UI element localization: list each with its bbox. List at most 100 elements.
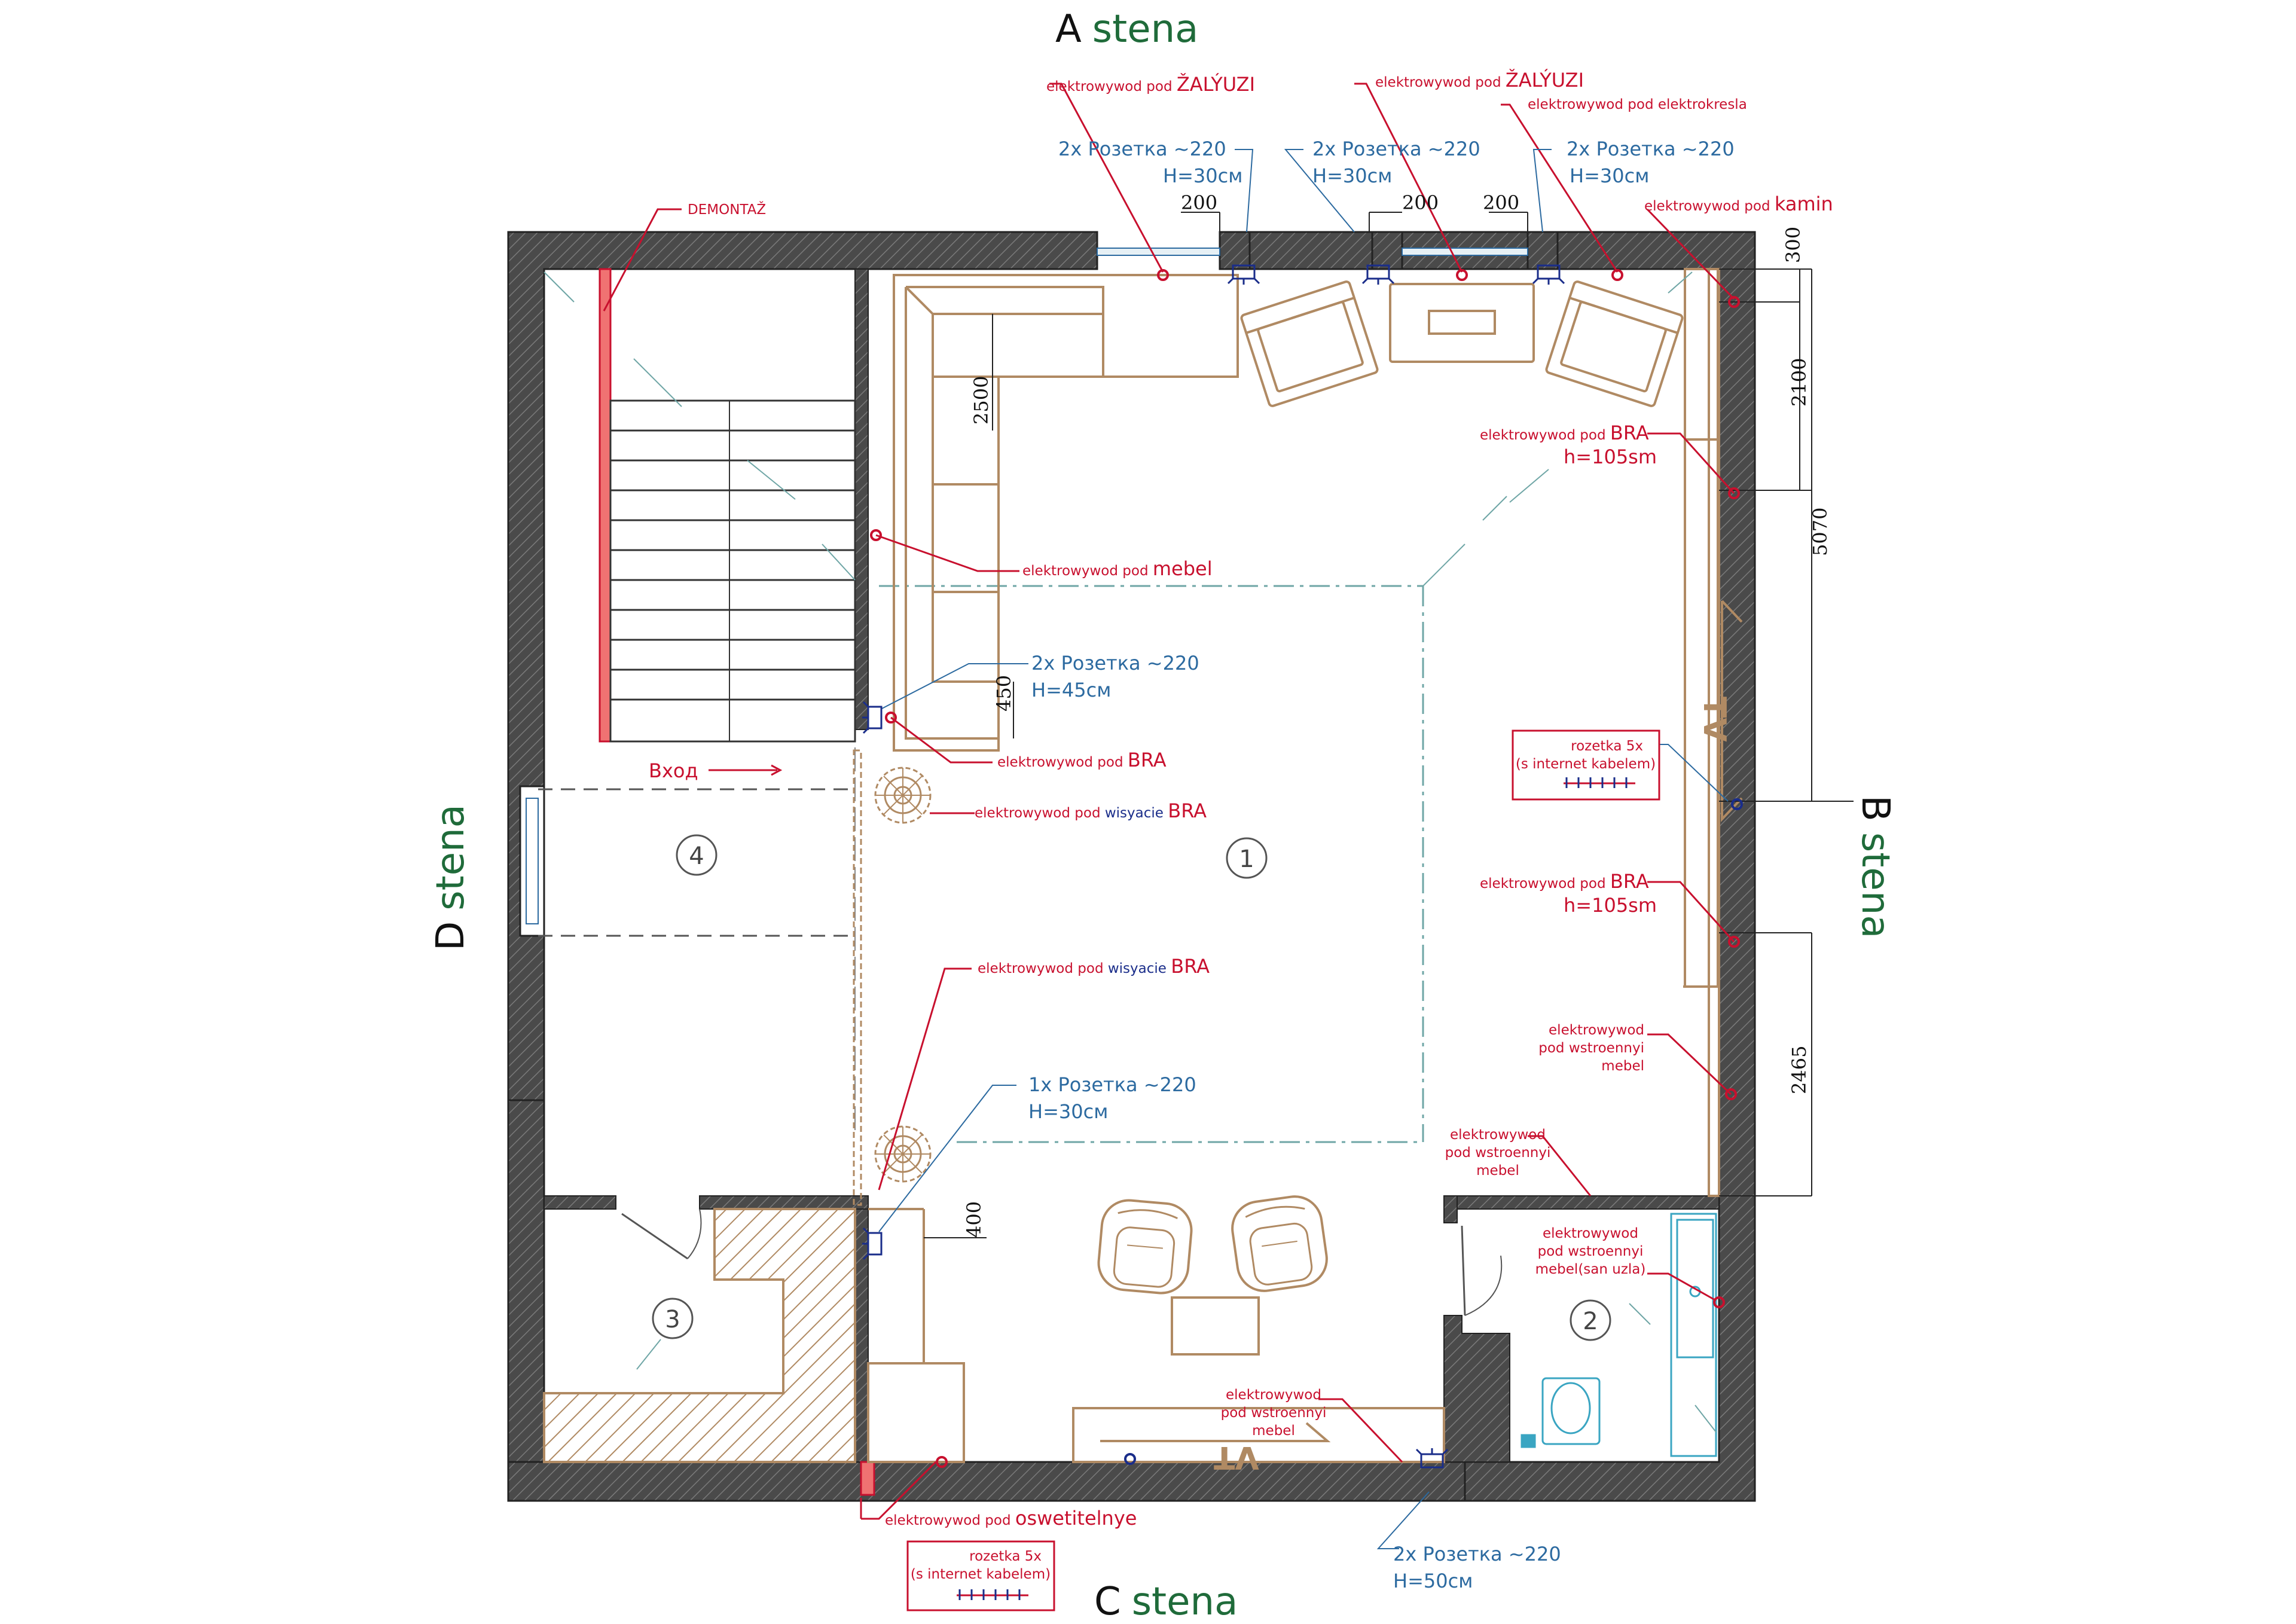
side-cabinet bbox=[867, 1208, 965, 1463]
outlet-markers bbox=[861, 264, 1743, 1469]
outlet-tv-bottom bbox=[1124, 1453, 1136, 1465]
svg-text:H=30см: H=30см bbox=[1570, 164, 1649, 187]
svg-text:2x Розетка ~220: 2x Розетка ~220 bbox=[1567, 138, 1735, 160]
svg-text:450: 450 bbox=[993, 675, 1015, 712]
stairs bbox=[609, 399, 856, 743]
room-numbers: 1 2 3 4 bbox=[652, 834, 1611, 1341]
outlet-internet-right bbox=[1731, 798, 1743, 810]
svg-text:H=30см: H=30см bbox=[1028, 1100, 1108, 1123]
rozetka-box-right: rozetka 5x (s internet kabelem) bbox=[1512, 729, 1660, 801]
svg-text:TV: TV bbox=[1696, 697, 1732, 742]
label-wstroen-1-a: elektrowywod bbox=[1549, 1022, 1644, 1038]
label-wstroen-2-b: pod wstroennyi bbox=[1445, 1145, 1551, 1161]
rozetka-box-bottom: rozetka 5x (s internet kabelem) bbox=[906, 1540, 1055, 1611]
armchairs-bottom bbox=[1095, 1192, 1332, 1356]
wall-d-title: Dstena bbox=[429, 804, 473, 951]
armchairs-top bbox=[1240, 280, 1684, 407]
label-bra-left: elektrowywod pod BRA bbox=[997, 749, 1167, 771]
svg-text:2x Розетка ~220: 2x Розетка ~220 bbox=[1312, 138, 1480, 160]
svg-text:5070: 5070 bbox=[1809, 508, 1831, 556]
svg-text:rozetka 5x: rozetka 5x bbox=[969, 1549, 1042, 1564]
svg-text:200: 200 bbox=[1402, 191, 1439, 214]
label-wstroen-4-c: mebel bbox=[1252, 1423, 1295, 1439]
label-wstroen-3-b: pod wstroennyi bbox=[1538, 1244, 1644, 1259]
outer-walls bbox=[507, 231, 1756, 1502]
svg-text:(s internet kabelem): (s internet kabelem) bbox=[1516, 756, 1656, 772]
label-wstroen-2-c: mebel bbox=[1476, 1163, 1519, 1179]
svg-text:2x Розетка ~220: 2x Розетка ~220 bbox=[1058, 138, 1226, 160]
label-zaluzi-1: elektrowywod pod ŽALÝUZI bbox=[1046, 73, 1255, 96]
tv-cabinet-bottom bbox=[1072, 1407, 1445, 1463]
outlet-oswetitelnye bbox=[936, 1456, 948, 1468]
svg-text:(s internet kabelem): (s internet kabelem) bbox=[911, 1567, 1051, 1582]
label-vhod: Вход bbox=[649, 759, 698, 782]
svg-text:3: 3 bbox=[665, 1306, 680, 1333]
room3-built-in bbox=[543, 1208, 856, 1463]
tv-labels: TV TV bbox=[1214, 697, 1732, 1475]
outlet-kamin bbox=[1728, 296, 1740, 308]
outlet-san-uzel bbox=[1713, 1296, 1725, 1308]
outlet-zaluzi-1 bbox=[1157, 269, 1169, 281]
outlet-elektrokresla bbox=[1611, 269, 1623, 281]
svg-text:4: 4 bbox=[689, 842, 704, 870]
svg-text:rozetka 5x: rozetka 5x bbox=[1571, 738, 1643, 754]
bathroom-fixtures bbox=[1461, 1213, 1717, 1457]
label-kamin: elektrowywod pod kamin bbox=[1644, 193, 1833, 215]
dimension-lines bbox=[924, 212, 1854, 1238]
corridor-outline bbox=[538, 747, 856, 1130]
svg-text:1x Розетка ~220: 1x Розетка ~220 bbox=[1028, 1073, 1196, 1096]
outlet-bra-right-1 bbox=[1728, 487, 1740, 499]
label-wstroen-4-a: elektrowywod bbox=[1226, 1387, 1321, 1403]
svg-text:2x Розетка ~220: 2x Розетка ~220 bbox=[1393, 1543, 1561, 1565]
tv-cabinet-right bbox=[1683, 268, 1743, 1197]
outlet-bra-right-2 bbox=[1728, 936, 1740, 948]
interior-walls bbox=[544, 268, 1720, 1496]
label-wisyacie-bra-2: elektrowywod pod wisyacie BRA bbox=[978, 955, 1210, 978]
svg-text:TV: TV bbox=[1214, 1439, 1259, 1475]
socket-labels: 2x Розетка ~220 H=30см 2x Розетка ~220 H… bbox=[1028, 138, 1735, 1592]
wall-b-title: Bstena bbox=[1853, 795, 1897, 939]
svg-text:200: 200 bbox=[1181, 191, 1217, 214]
leader-lines-red bbox=[603, 83, 1735, 1520]
svg-text:H=45см: H=45см bbox=[1031, 679, 1111, 701]
svg-text:200: 200 bbox=[1483, 191, 1519, 214]
svg-text:400: 400 bbox=[963, 1201, 985, 1238]
outlet-wstroen-1 bbox=[1725, 1088, 1737, 1100]
label-mebel: elektrowywod pod mebel bbox=[1022, 557, 1213, 580]
label-oswetitelnye: elektrowywod pod oswetitelnye bbox=[885, 1507, 1137, 1530]
room-reference-ticks bbox=[544, 271, 1717, 1433]
label-wstroen-1-b: pod wstroennyi bbox=[1538, 1040, 1644, 1056]
label-wstroen-3-c: mebel(san uzla) bbox=[1535, 1262, 1646, 1277]
dimension-values: 200 200 200 300 2100 5070 2465 2500 450 … bbox=[963, 191, 1831, 1238]
label-wstroen-4-b: pod wstroennyi bbox=[1221, 1405, 1327, 1421]
svg-text:2500: 2500 bbox=[970, 376, 993, 425]
electrical-labels: elektrowywod pod ŽALÝUZI elektrowywod po… bbox=[649, 69, 1833, 1530]
svg-text:H=50см: H=50см bbox=[1393, 1570, 1473, 1592]
svg-text:300: 300 bbox=[1782, 227, 1805, 263]
label-bra-right-1: elektrowywod pod BRA bbox=[1480, 422, 1649, 444]
outlet-mebel bbox=[870, 529, 882, 541]
label-bra-right-2-h: h=105sm bbox=[1564, 894, 1657, 917]
hanging-lamps bbox=[853, 749, 932, 1206]
label-wisyacie-bra-1: elektrowywod pod wisyacie BRA bbox=[975, 799, 1207, 822]
label-zaluzi-2: elektrowywod pod ŽALÝUZI bbox=[1375, 69, 1584, 91]
svg-text:2: 2 bbox=[1583, 1308, 1598, 1335]
label-wstroen-3-a: elektrowywod bbox=[1543, 1226, 1638, 1241]
label-bra-right-1-h: h=105sm bbox=[1564, 445, 1657, 468]
outlet-bra-left bbox=[885, 712, 897, 724]
living-zones bbox=[879, 585, 1424, 1143]
svg-text:H=30см: H=30см bbox=[1312, 164, 1392, 187]
label-wstroen-2-a: elektrowywod bbox=[1450, 1127, 1546, 1143]
corner-sofa bbox=[893, 274, 1239, 752]
outlet-zaluzi-2 bbox=[1456, 269, 1468, 281]
svg-text:1: 1 bbox=[1239, 845, 1254, 873]
svg-text:2x Розетка ~220: 2x Розетка ~220 bbox=[1031, 652, 1199, 674]
svg-text:2465: 2465 bbox=[1788, 1046, 1810, 1094]
svg-text:H=30см: H=30см bbox=[1163, 164, 1242, 187]
label-demontaz: DEMONTAŽ bbox=[688, 201, 766, 218]
label-wstroen-1-c: mebel bbox=[1601, 1058, 1644, 1074]
svg-text:2100: 2100 bbox=[1788, 358, 1810, 407]
